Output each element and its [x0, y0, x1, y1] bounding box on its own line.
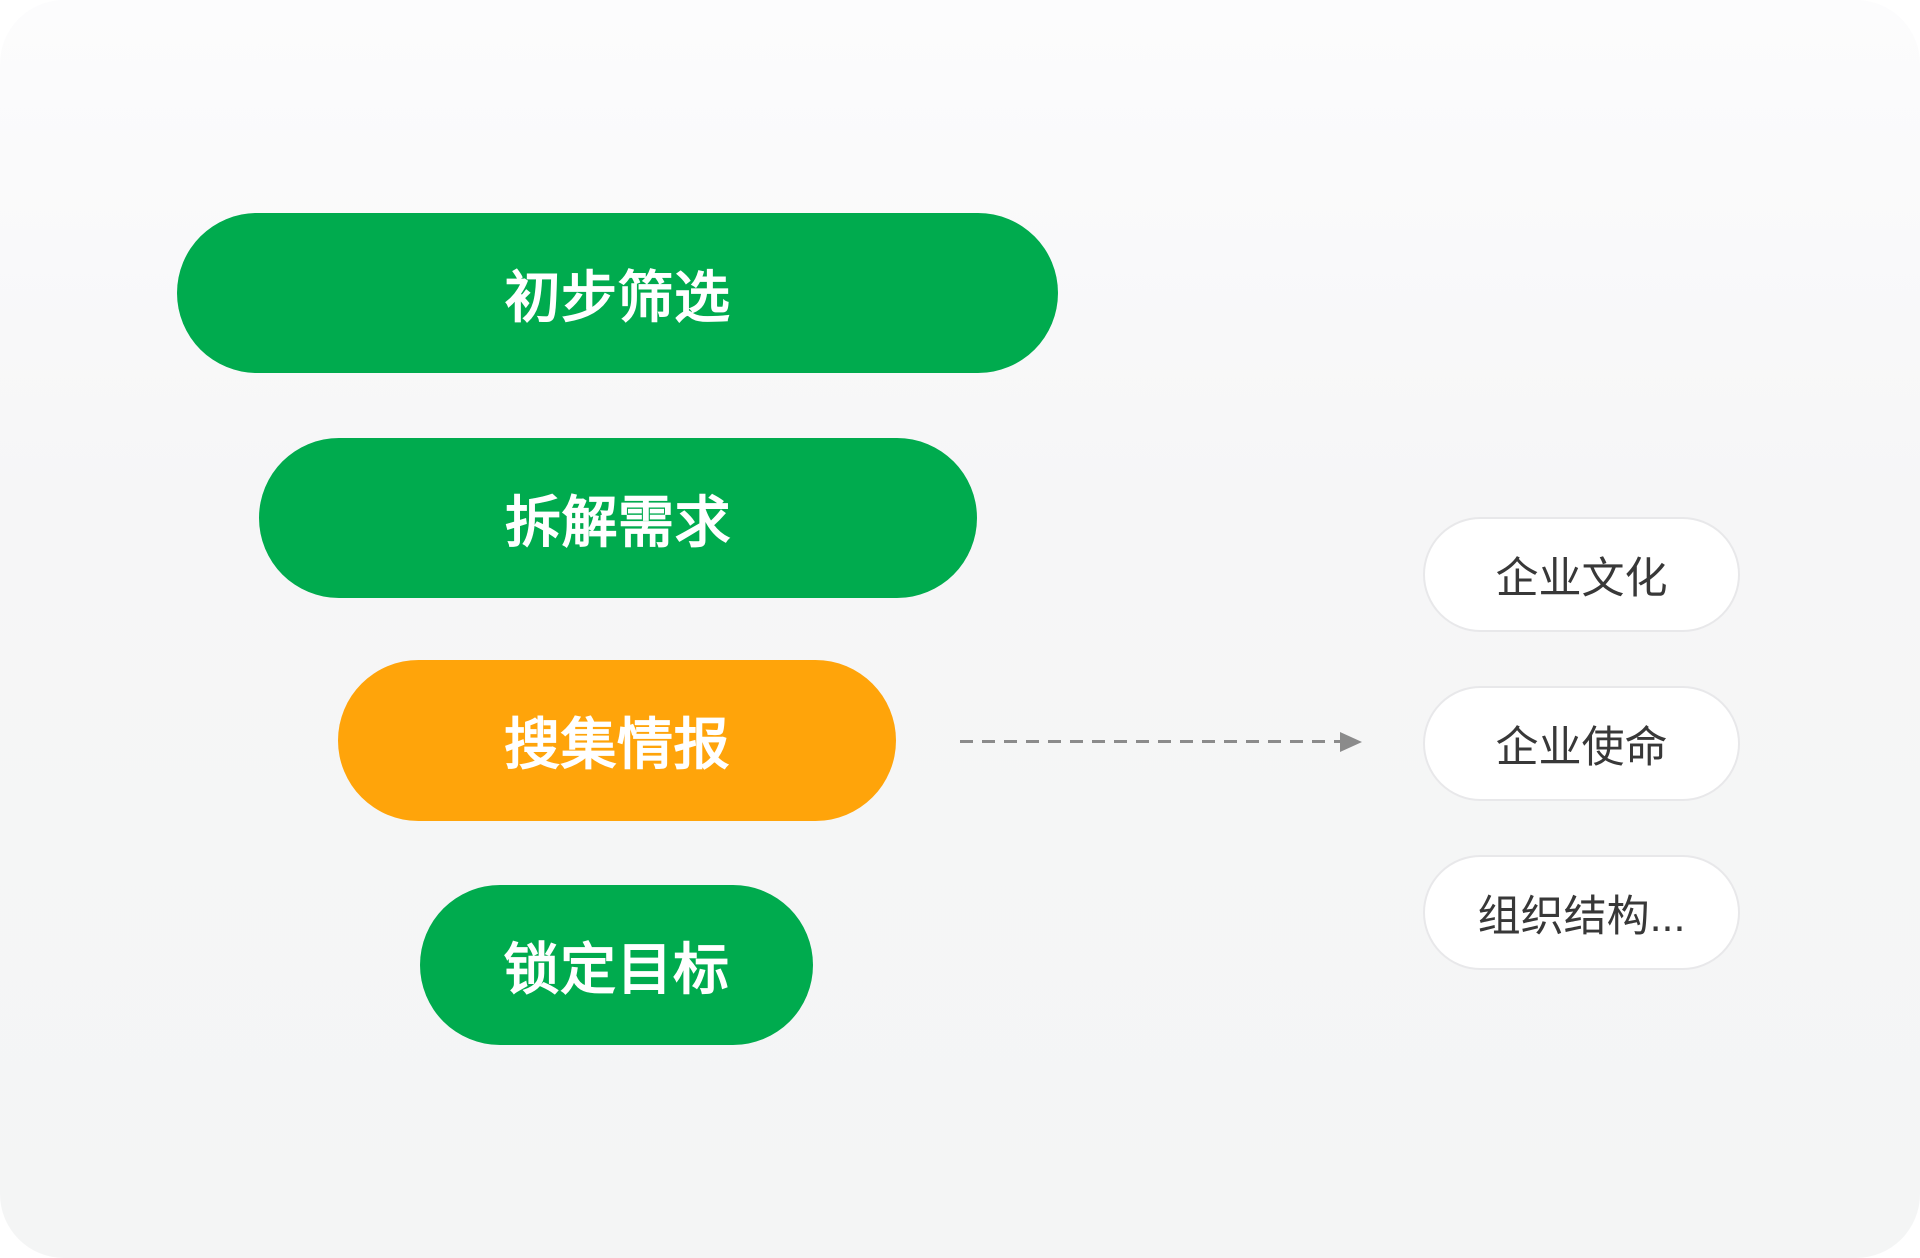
detail-item-label: 企业使命: [1495, 723, 1668, 772]
detail-item-corporate-mission[interactable]: 企业使命: [1423, 686, 1740, 801]
funnel-step-label: 锁定目标: [503, 937, 730, 1001]
arrow-right-icon: [1340, 732, 1362, 752]
funnel-step-label: 拆解需求: [505, 490, 731, 554]
funnel-step-label: 搜集情报: [504, 713, 730, 776]
detail-item-organizational-structure[interactable]: 组织结构...: [1423, 855, 1740, 970]
detail-item-label: 组织结构...: [1477, 892, 1686, 941]
funnel-step-initial-screening[interactable]: 初步筛选: [177, 213, 1058, 373]
funnel-step-lock-target[interactable]: 锁定目标: [420, 885, 813, 1045]
detail-item-corporate-culture[interactable]: 企业文化: [1423, 517, 1740, 632]
funnel-step-gather-intelligence[interactable]: 搜集情报: [338, 660, 896, 821]
funnel-step-label: 初步筛选: [504, 265, 731, 329]
funnel-step-break-down-requirements[interactable]: 拆解需求: [259, 438, 977, 598]
dashed-arrow: [960, 728, 1362, 756]
dashed-line: [960, 740, 1340, 743]
detail-item-label: 企业文化: [1495, 554, 1668, 603]
